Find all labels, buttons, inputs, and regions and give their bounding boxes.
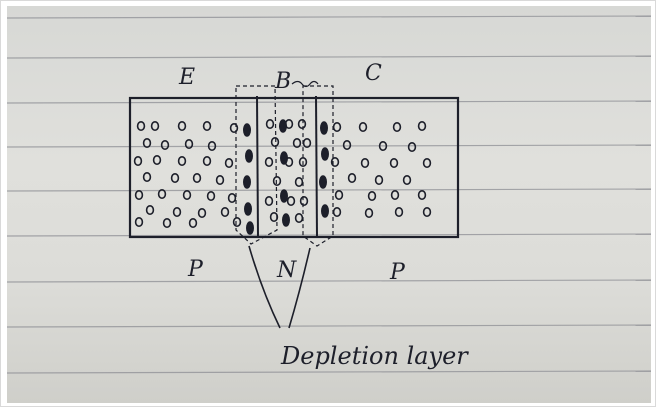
- carrier-dot: [229, 123, 239, 134]
- carrier-dot: [347, 173, 357, 184]
- carrier-dot: [378, 141, 388, 152]
- carrier-dot: [145, 205, 155, 216]
- caption-depletion-layer: Depletion layer: [280, 342, 469, 370]
- ion-dot: [318, 175, 327, 189]
- carrier-dot: [192, 173, 202, 184]
- carrier-dots: [133, 119, 432, 235]
- carrier-dot: [232, 217, 242, 228]
- carrier-dot: [272, 176, 282, 187]
- label-base-group: B: [274, 69, 319, 94]
- carrier-dot: [182, 190, 192, 201]
- carrier-dot: [170, 173, 180, 184]
- carrier-dot: [162, 218, 172, 229]
- ion-dot: [281, 213, 290, 227]
- base-squiggle: [291, 80, 319, 88]
- carrier-dot: [269, 212, 279, 223]
- carrier-dot: [150, 121, 160, 132]
- carrier-dot: [133, 156, 143, 167]
- carrier-dot: [207, 141, 217, 152]
- carrier-dot: [330, 157, 340, 168]
- carrier-dot: [407, 142, 417, 153]
- carrier-dot: [299, 196, 309, 207]
- ruled-lines: [7, 15, 651, 374]
- carrier-dot: [177, 121, 187, 132]
- label-p-right: P: [389, 260, 406, 285]
- label-p-left: P: [187, 257, 204, 282]
- notebook-photo: E B C P N P Depletion layer: [7, 6, 651, 403]
- carrier-dot: [334, 190, 344, 201]
- carrier-dot: [367, 191, 377, 202]
- carrier-dot: [358, 122, 368, 133]
- carrier-dot: [389, 158, 399, 169]
- ion-dot: [245, 149, 254, 163]
- carrier-dot: [286, 196, 296, 207]
- carrier-dot: [215, 175, 225, 186]
- carrier-dot: [188, 218, 198, 229]
- carrier-dot: [374, 175, 384, 186]
- carrier-dot: [417, 190, 427, 201]
- carrier-dot: [142, 172, 152, 183]
- carrier-dot: [298, 157, 308, 168]
- carrier-dot: [202, 121, 212, 132]
- carrier-dot: [294, 213, 304, 224]
- carrier-dot: [172, 207, 182, 218]
- ion-dot: [320, 204, 329, 218]
- carrier-dot: [136, 121, 146, 132]
- carrier-dot: [227, 193, 237, 204]
- carrier-dot: [422, 158, 432, 169]
- carrier-dot: [202, 156, 212, 167]
- ion-dot: [319, 121, 328, 135]
- carrier-dot: [134, 190, 144, 201]
- carrier-dot: [394, 207, 404, 218]
- carrier-dot: [270, 137, 280, 148]
- ion-dot: [320, 147, 329, 161]
- carrier-dot: [392, 122, 402, 133]
- carrier-dot: [265, 119, 275, 130]
- carrier-dot: [264, 196, 274, 207]
- carrier-dot: [364, 208, 374, 219]
- carrier-dot: [224, 158, 234, 169]
- carrier-dot: [197, 208, 207, 219]
- carrier-dot: [184, 139, 194, 150]
- ion-dot: [279, 151, 288, 165]
- carrier-dot: [152, 155, 162, 166]
- carrier-dot: [417, 121, 427, 132]
- label-n-middle: N: [276, 258, 297, 283]
- diagram-canvas: E B C P N P Depletion layer: [7, 15, 651, 374]
- carrier-dot: [402, 175, 412, 186]
- carrier-dot: [422, 207, 432, 218]
- carrier-dot: [294, 177, 304, 188]
- carrier-dot: [206, 191, 216, 202]
- carrier-dot: [297, 119, 307, 130]
- carrier-dot: [157, 189, 167, 200]
- carrier-dot: [220, 207, 230, 218]
- carrier-dot: [177, 156, 187, 167]
- carrier-dot: [332, 207, 342, 218]
- carrier-dot: [390, 190, 400, 201]
- depletion-pointer-lines: [248, 245, 311, 329]
- ion-dot: [279, 189, 288, 203]
- carrier-dot: [160, 140, 170, 151]
- carrier-dot: [360, 158, 370, 169]
- label-base: B: [274, 69, 291, 94]
- transistor-block: [128, 85, 460, 247]
- ion-dot: [278, 119, 287, 133]
- carrier-dot: [142, 138, 152, 149]
- ion-dot: [243, 123, 252, 137]
- carrier-dot: [342, 140, 352, 151]
- carrier-dot: [302, 138, 312, 149]
- carrier-dot: [264, 157, 274, 168]
- label-emitter: E: [178, 65, 195, 90]
- ion-dot: [246, 221, 255, 235]
- ion-dot: [243, 175, 252, 189]
- carrier-dot: [134, 217, 144, 228]
- ion-dot: [244, 202, 253, 216]
- label-collector: C: [365, 61, 382, 86]
- carrier-dot: [332, 122, 342, 133]
- carrier-dot: [292, 138, 302, 149]
